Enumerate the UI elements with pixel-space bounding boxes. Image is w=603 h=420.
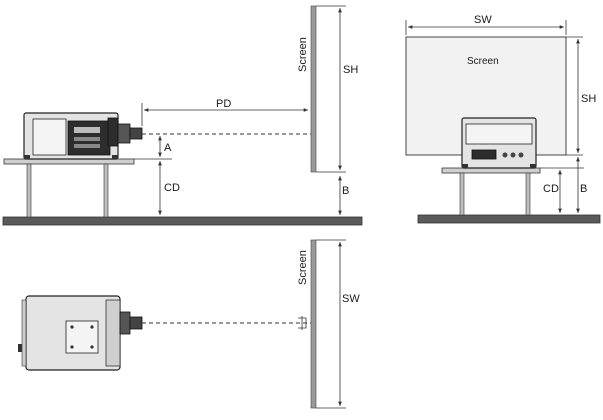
projector-table-front xyxy=(441,167,541,216)
dim-label-b-front: B xyxy=(580,183,587,195)
dim-label-b: B xyxy=(342,185,349,197)
screen-label: Screen xyxy=(297,37,309,72)
front-view: Screen SW SH CD xyxy=(405,14,601,224)
projector-top xyxy=(18,295,143,371)
projector-side xyxy=(23,112,143,160)
dim-label-sh-front: SH xyxy=(581,93,596,105)
dim-label-cd-front: CD xyxy=(543,183,559,195)
dim-label-cd: CD xyxy=(164,182,180,194)
dim-label-pd: PD xyxy=(216,98,231,110)
dim-label-sw-top: SW xyxy=(342,293,360,305)
projector-front xyxy=(461,117,537,169)
projector-table xyxy=(3,158,135,218)
dim-label-a: A xyxy=(164,142,172,154)
floor xyxy=(2,216,363,226)
dim-label-sh: SH xyxy=(343,64,358,76)
screen-side xyxy=(310,5,317,173)
floor-front xyxy=(417,214,601,224)
screen-label-front: Screen xyxy=(467,56,499,67)
top-view: Screen SW xyxy=(18,239,360,409)
screen-top xyxy=(310,239,317,409)
side-view: Screen PD SH B A CD xyxy=(2,5,363,226)
screen-label-top: Screen xyxy=(297,250,309,285)
dim-label-sw-front: SW xyxy=(474,14,492,26)
